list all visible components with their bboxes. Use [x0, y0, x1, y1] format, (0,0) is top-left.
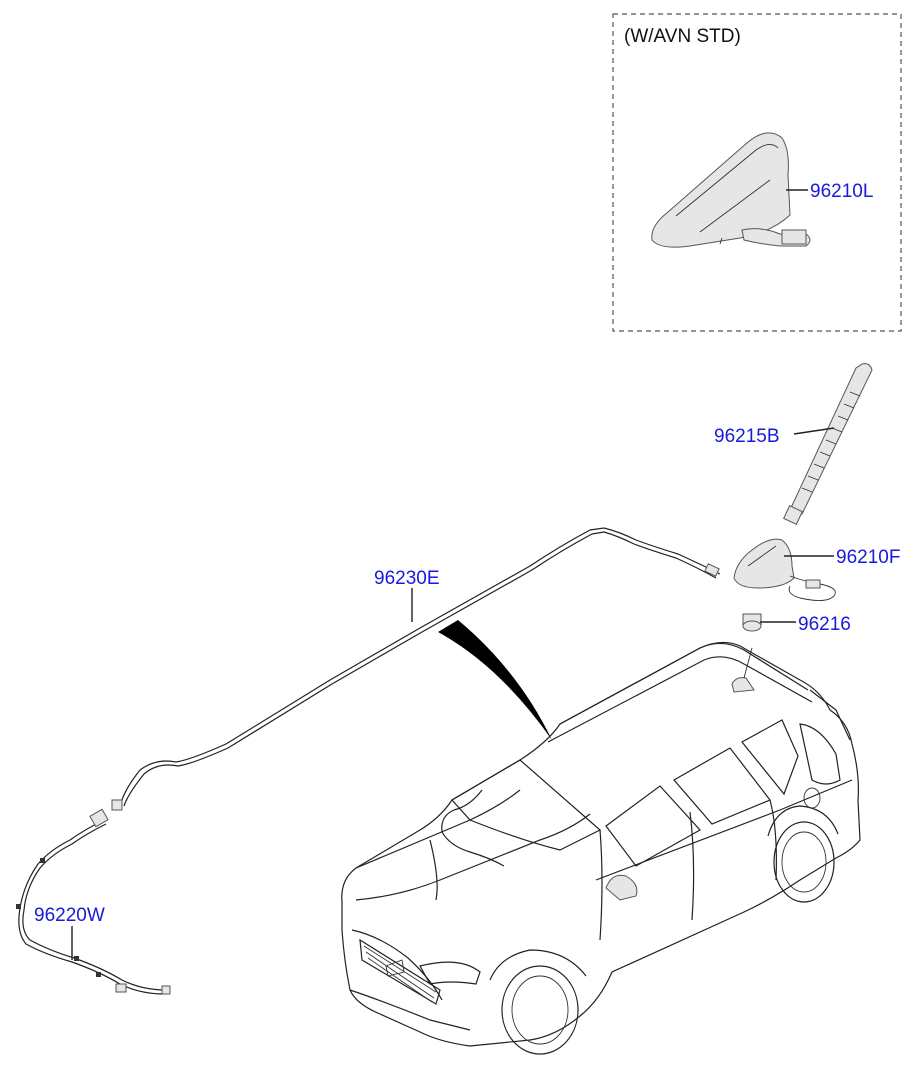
- antenna-nut: [742, 613, 762, 632]
- part-label-96220W[interactable]: 96220W: [34, 905, 105, 926]
- shark-fin-antenna-large: [651, 132, 811, 248]
- option-box: (W/AVN STD): [612, 13, 902, 332]
- part-label-96230E[interactable]: 96230E: [374, 568, 440, 589]
- shark-fin-antenna-small: [733, 538, 836, 601]
- antenna-rod: [783, 363, 873, 525]
- leader-lines: [71, 189, 835, 960]
- option-box-note: (W/AVN STD): [624, 26, 741, 47]
- part-label-96216[interactable]: 96216: [798, 614, 851, 635]
- vehicle-illustration: [341, 620, 861, 1055]
- part-label-96215B[interactable]: 96215B: [714, 426, 780, 447]
- antenna-feeder-cable: [111, 527, 721, 811]
- part-label-96210F[interactable]: 96210F: [836, 547, 900, 568]
- extension-cable: [16, 808, 171, 995]
- part-label-96210L[interactable]: 96210L: [810, 181, 873, 202]
